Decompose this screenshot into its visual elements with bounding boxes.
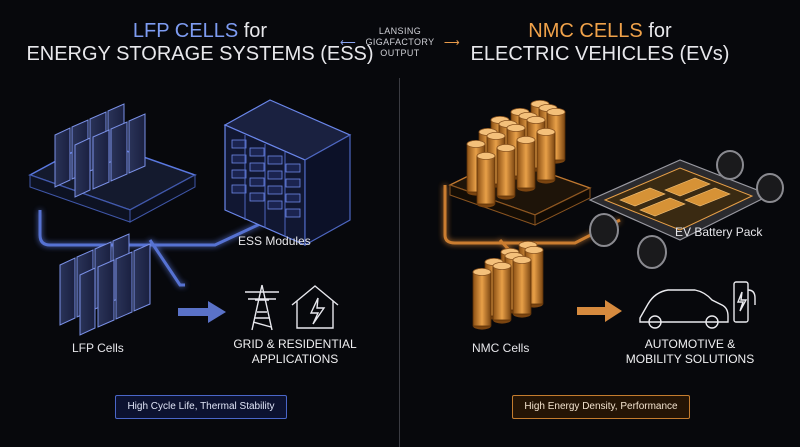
lfp-cells-label: LFP Cells [72,341,124,355]
nmc-title: NMC CELLS for ELECTRIC VEHICLES (EVs) [400,20,800,66]
ess-cabinets [223,99,352,247]
nmc-cylinder-cell [512,255,532,318]
nmc-title-accent: NMC CELLS [528,20,643,42]
lfp-title: LFP CELLS for ENERGY STORAGE SYSTEMS (ES… [0,20,400,66]
note-line1: LANSING [378,26,422,36]
note-line3: OUTPUT [380,48,420,58]
divider [399,78,400,447]
grid-app-line1: GRID & RESIDENTIAL [233,337,357,351]
nmc-cylinder-cell [492,261,512,324]
grid-applications-label: GRID & RESIDENTIAL APPLICATIONS [210,337,380,367]
automotive-applications-label: AUTOMOTIVE & MOBILITY SOLUTIONS [615,337,765,367]
transmission-tower-icon [245,284,279,331]
nmc-cylinder-cell [536,127,556,184]
nmc-cells-label: NMC Cells [472,341,530,355]
lfp-arrow-icon [178,301,226,323]
ev-chassis [588,150,784,269]
gigafactory-note: ⟵ ⟶ LANSING GIGAFACTORY OUTPUT [340,26,460,59]
ev-battery-pack-label: EV Battery Pack [675,225,763,239]
nmc-cylinders-bottom [472,240,544,330]
nmc-cylinder-cell [472,267,492,330]
nmc-cylinder-cell [496,143,516,200]
arrow-left-icon: ⟵ [340,37,357,49]
lfp-title-for: for [238,20,268,42]
lfp-connector-lines [38,208,330,287]
nmc-feature-badge: High Energy Density, Performance [512,395,690,419]
ev-charger-icon [733,281,756,323]
lfp-title-line2: ENERGY STORAGE SYSTEMS (ESS) [26,43,374,65]
lfp-title-accent: LFP CELLS [132,20,239,42]
nmc-arrow-icon [577,300,622,322]
ess-modules-label: ESS Modules [238,234,311,248]
lfp-bottom-stack [59,233,151,336]
nmc-cylinder-cell [476,151,496,208]
nmc-cylinders-top [466,100,566,208]
nmc-title-for: for [642,20,672,42]
auto-app-line1: AUTOMOTIVE & [644,337,736,351]
car-icon [639,289,729,329]
lfp-top-stack [28,103,197,223]
nmc-cylinder-cell [516,135,536,192]
lfp-feature-badge: High Cycle Life, Thermal Stability [115,395,287,419]
auto-app-line2: MOBILITY SOLUTIONS [625,352,755,366]
nmc-title-line2: ELECTRIC VEHICLES (EVs) [470,43,730,65]
note-line2: GIGAFACTORY [365,37,435,47]
house-bolt-icon [291,285,339,329]
arrow-right-icon: ⟶ [443,37,460,49]
grid-app-line2: APPLICATIONS [251,352,339,366]
